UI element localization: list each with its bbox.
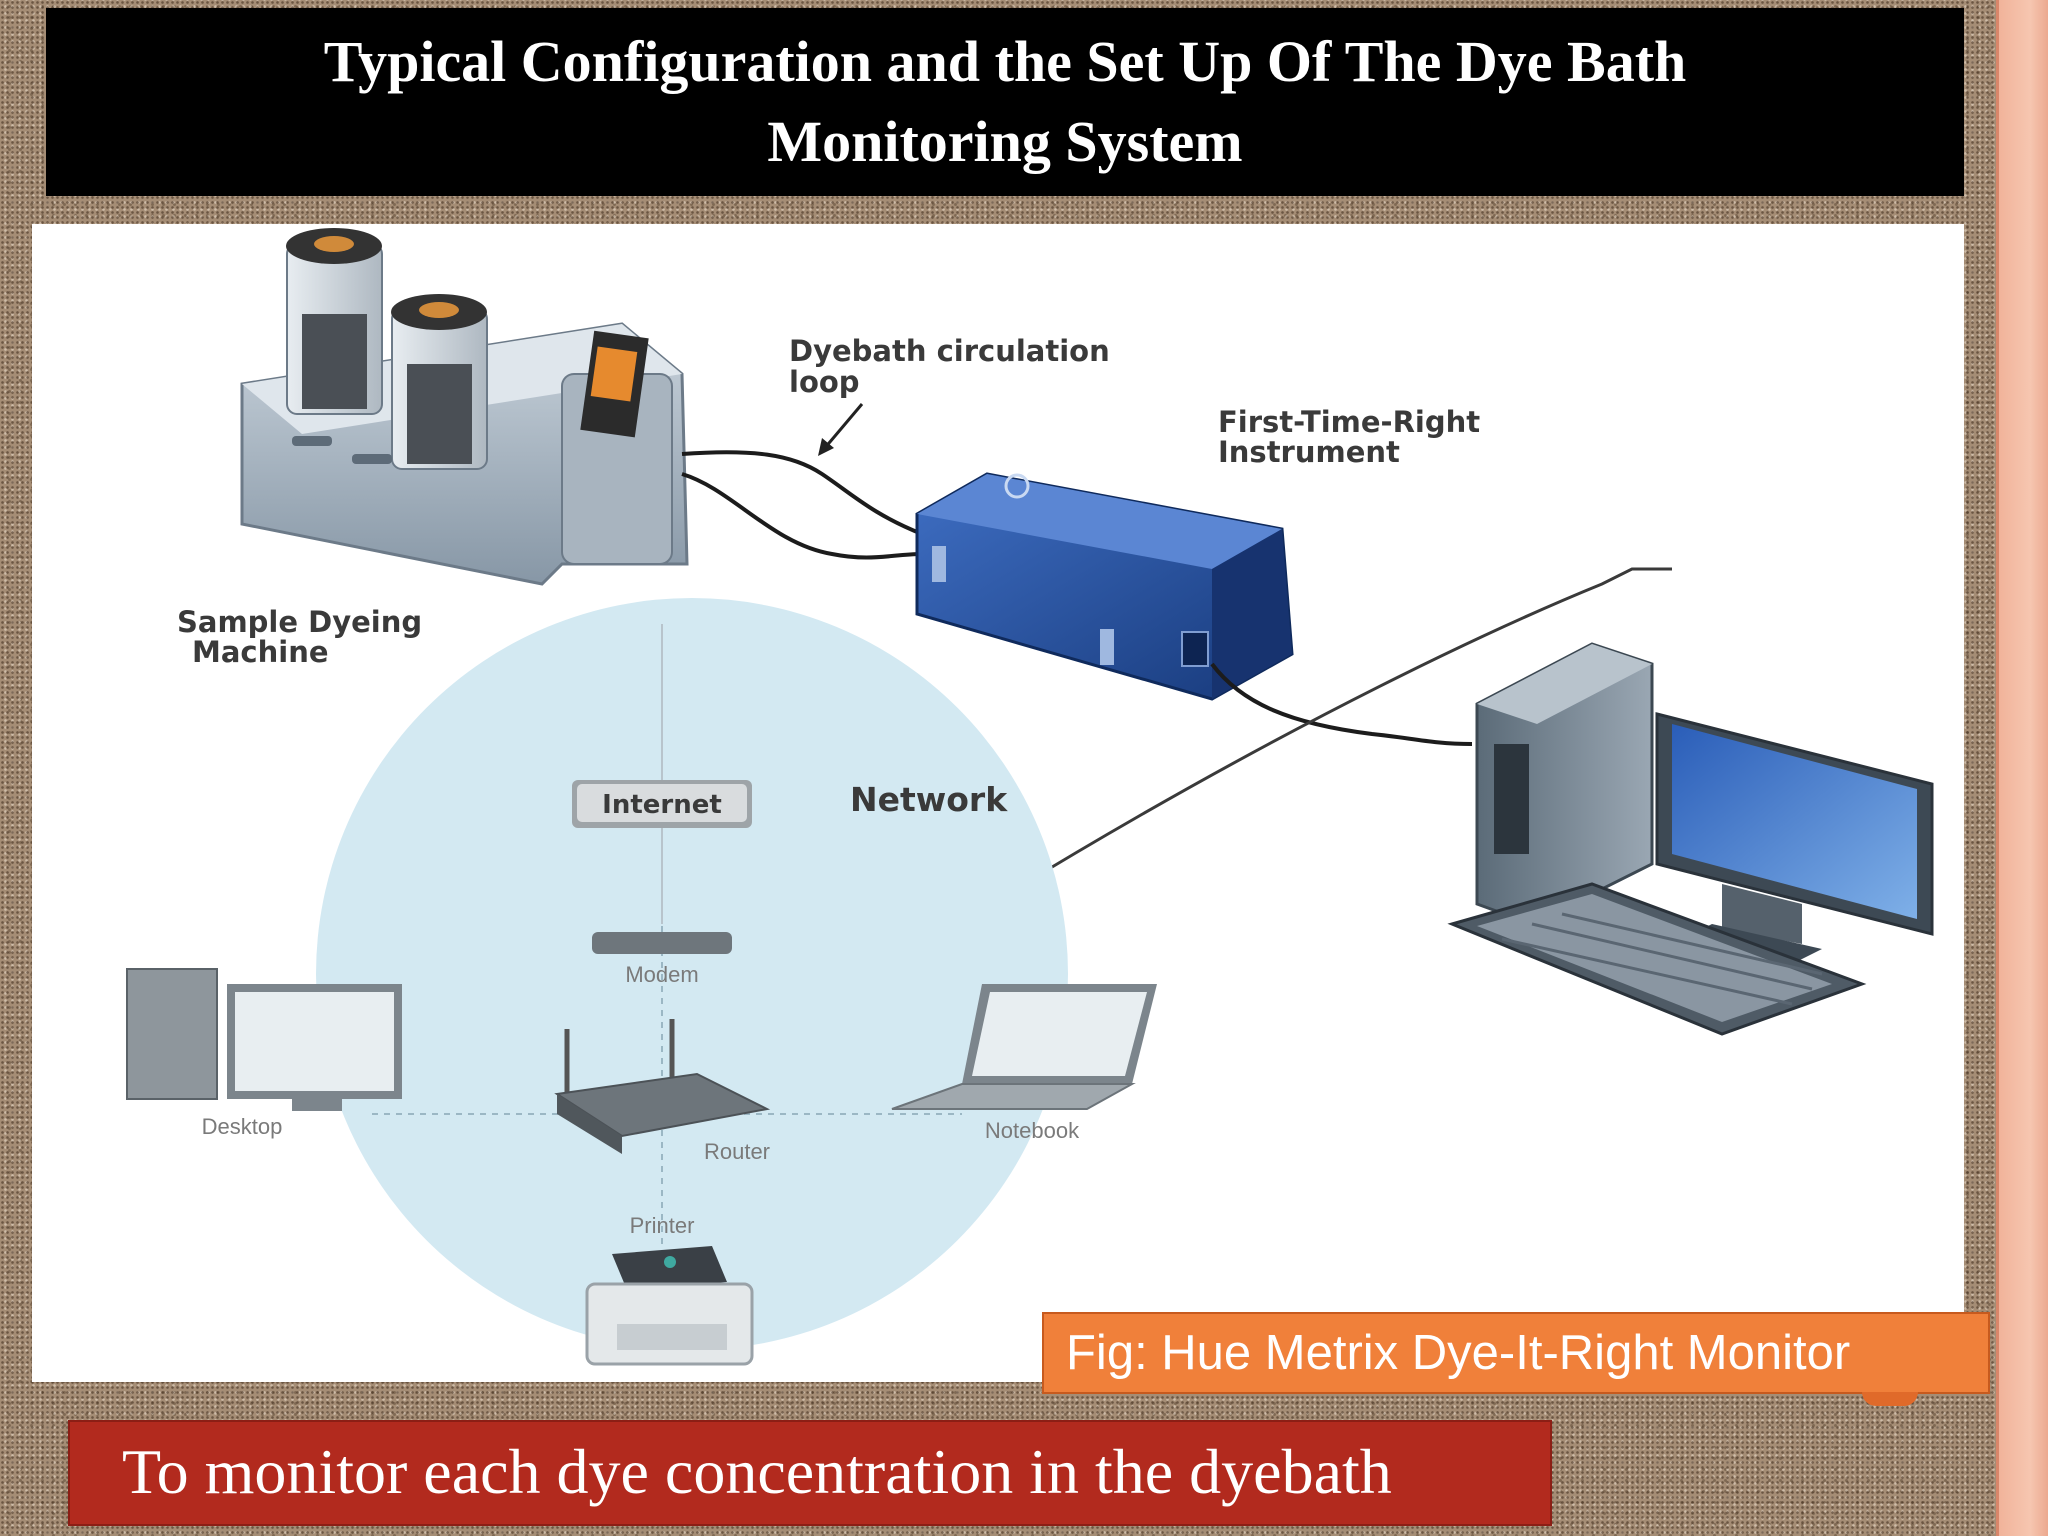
bottom-banner: To monitor each dye concentration in the…: [68, 1420, 1552, 1526]
figure-panel: Internet Modem Desktop Router Notebook: [32, 224, 1964, 1382]
sample-dyeing-machine-icon: [240, 228, 689, 586]
circulation-label-line2: loop: [789, 365, 860, 399]
notebook-icon: [891, 984, 1157, 1110]
first-time-right-instrument-icon: [915, 472, 1294, 701]
desktop-label: Desktop: [202, 1114, 283, 1139]
instrument-label-line2: Instrument: [1218, 435, 1400, 469]
machine-label-line2: Machine: [192, 635, 329, 669]
printer-label: Printer: [630, 1213, 695, 1238]
internet-icon: [572, 780, 752, 828]
instrument-pc-cable: [1210, 662, 1473, 746]
instrument-label-line1: First-Time-Right: [1218, 405, 1480, 439]
printer-icon: [585, 1246, 754, 1366]
modem-label: Modem: [625, 962, 698, 987]
circulation-label-line1: Dyebath circulation: [789, 334, 1110, 368]
decorative-side-strip: [1996, 0, 2048, 1536]
modem-icon: [592, 932, 732, 954]
circulation-loop-cables: [681, 450, 923, 560]
machine-label-line1: Sample Dyeing: [177, 605, 422, 639]
notebook-label: Notebook: [985, 1118, 1080, 1143]
setup-diagram: Internet Modem Desktop Router Notebook: [126, 228, 1934, 1366]
router-label: Router: [704, 1139, 770, 1164]
control-pc-icon: [1447, 642, 1934, 1036]
circulation-arrow-icon: [822, 403, 864, 450]
router-icon: [554, 1019, 771, 1154]
slide-title: Typical Configuration and the Set Up Of …: [323, 29, 1687, 174]
title-bar: Typical Configuration and the Set Up Of …: [46, 8, 1964, 196]
internet-label: Internet: [602, 790, 722, 820]
network-label: Network: [850, 780, 1008, 819]
network-circle: [316, 598, 1068, 1350]
caption-tab-decoration: [1862, 1392, 1918, 1406]
desktop-icon: [126, 968, 402, 1111]
figure-caption: Fig: Hue Metrix Dye-It-Right Monitor: [1042, 1312, 1990, 1394]
